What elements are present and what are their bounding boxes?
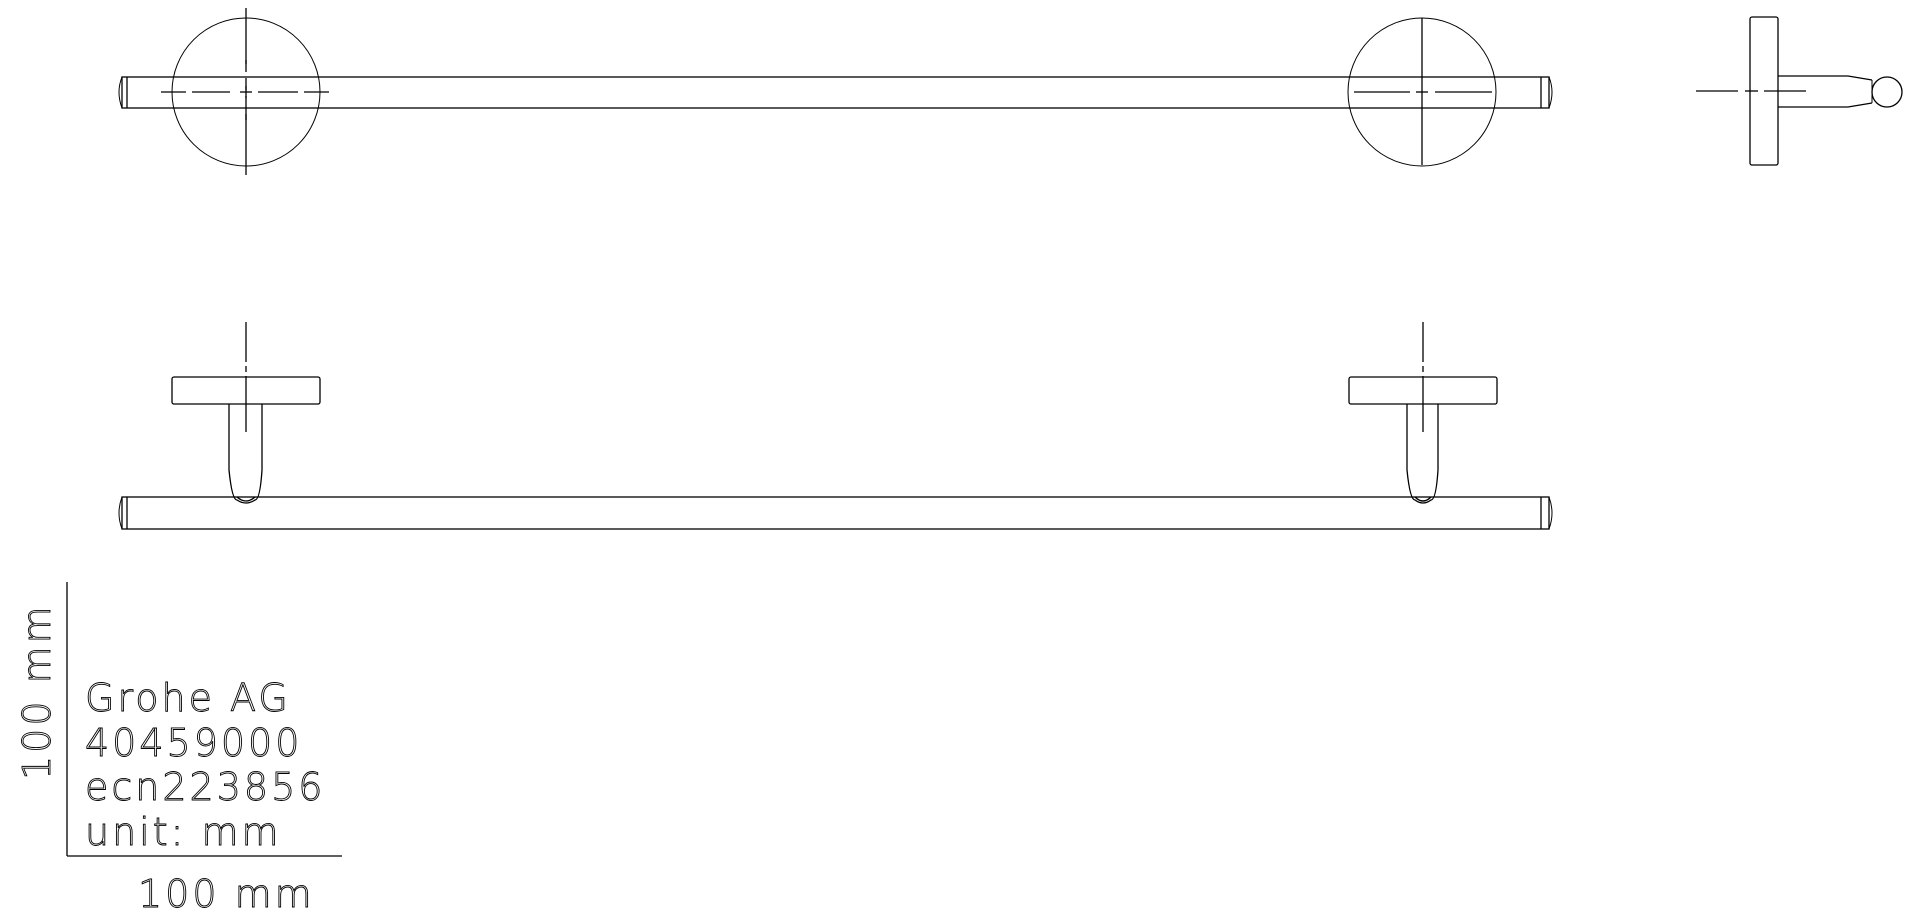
side-view bbox=[1696, 16, 1903, 166]
title-block: Grohe AG 40459000 ecn223856 unit: mm bbox=[85, 676, 325, 855]
vertical-scale-label: 100 mm bbox=[15, 603, 59, 780]
ecn-label: ecn223856 bbox=[85, 765, 325, 809]
top-bar bbox=[121, 76, 1550, 109]
side-bar-end bbox=[1871, 76, 1903, 108]
front-view bbox=[118, 322, 1553, 530]
horizontal-scale-label: 100 mm bbox=[138, 872, 315, 916]
right-bracket-post bbox=[1406, 404, 1439, 504]
unit-label: unit: mm bbox=[85, 810, 282, 854]
manufacturer-label: Grohe AG bbox=[85, 676, 291, 720]
scale-bar: 100 mm 100 mm bbox=[15, 582, 342, 916]
top-view bbox=[118, 8, 1553, 175]
part-number-label: 40459000 bbox=[85, 721, 302, 765]
left-bracket-post bbox=[228, 404, 263, 504]
front-bar bbox=[121, 496, 1550, 530]
